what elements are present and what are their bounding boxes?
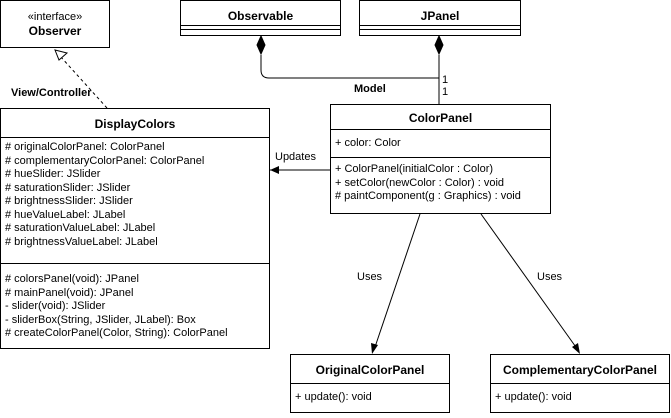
method: # mainPanel(void): JPanel: [5, 286, 134, 299]
jpanel-diamond: [434, 34, 444, 56]
color-panel-class[interactable]: ColorPanel + color: Color + ColorPanel(i…: [330, 104, 551, 214]
observer-stereotype: «interface»: [27, 11, 83, 23]
complementary-color-panel-methods: + update(): void: [491, 391, 572, 405]
color-panel-methods: + ColorPanel(initialColor : Color) + set…: [331, 163, 521, 204]
method: - slider(void): JSlider: [5, 300, 106, 312]
uses-left-arrowhead: [371, 343, 378, 354]
multiplicity-jpanel: 1: [442, 86, 449, 98]
method: + ColorPanel(initialColor : Color): [335, 163, 494, 175]
method: # paintComponent(g : Graphics) : void: [335, 190, 521, 202]
method: # createColorPanel(Color, String): Color…: [5, 327, 228, 339]
method: - sliderBox(String, JSlider, JLabel): Bo…: [5, 313, 196, 326]
realization-arrowhead: [54, 49, 69, 61]
attribute: + color: Color: [335, 137, 401, 149]
attribute: # saturationSlider: JSlider: [5, 181, 131, 194]
display-colors-methods: # colorsPanel(void): JPanel # mainPanel(…: [1, 273, 228, 341]
attribute: # hueValueLabel: JLabel: [5, 208, 126, 221]
color-panel-name: ColorPanel: [408, 111, 473, 125]
realization-edge: [59, 55, 108, 109]
original-color-panel-class[interactable]: OriginalColorPanel + update(): void: [290, 354, 450, 413]
complementary-color-panel-class[interactable]: ComplementaryColorPanel + update(): void: [490, 354, 670, 413]
multiplicity-observable: 1: [442, 74, 449, 86]
method: + setColor(newColor : Color) : void: [335, 176, 505, 189]
method: + update(): void: [295, 391, 372, 403]
uses-right-arrowhead: [572, 343, 580, 354]
model-label: Model: [354, 83, 386, 95]
attribute: # hueSlider: JSlider: [5, 168, 101, 180]
uses-left-edge: [373, 213, 421, 351]
method: # colorsPanel(void): JPanel: [5, 273, 139, 285]
observer-interface[interactable]: «interface» Observer: [0, 0, 110, 48]
uses-right-label: Uses: [537, 271, 563, 283]
color-panel-attributes: + color: Color: [331, 137, 401, 151]
jpanel-class[interactable]: JPanel: [359, 0, 521, 36]
jpanel-name: JPanel: [420, 9, 460, 23]
observable-class[interactable]: Observable: [180, 0, 341, 36]
observable-name: Observable: [227, 9, 294, 23]
uses-right-edge: [480, 213, 579, 351]
view-controller-label: View/Controller: [11, 87, 92, 99]
observer-name: Observer: [28, 24, 82, 38]
composition-observable-edge: [260, 55, 439, 79]
attribute: # brightnessSlider: JSlider: [5, 195, 133, 207]
method: + update(): void: [495, 391, 572, 403]
updates-arrowhead: [270, 166, 279, 174]
attribute: # originalColorPanel: ColorPanel: [5, 141, 165, 153]
attribute: # brightnessValueLabel: JLabel: [5, 235, 158, 248]
original-color-panel-name: OriginalColorPanel: [315, 363, 425, 377]
display-colors-class[interactable]: DisplayColors # originalColorPanel: Colo…: [0, 108, 270, 349]
attribute: # saturationValueLabel: JLabel: [5, 222, 156, 234]
display-colors-attributes: # originalColorPanel: ColorPanel # compl…: [1, 141, 204, 249]
uses-left-label: Uses: [357, 271, 383, 283]
complementary-color-panel-name: ComplementaryColorPanel: [502, 363, 658, 377]
updates-label: Updates: [275, 151, 316, 163]
observable-diamond: [256, 34, 266, 56]
original-color-panel-methods: + update(): void: [291, 391, 372, 405]
attribute: # complementaryColorPanel: ColorPanel: [5, 154, 205, 167]
display-colors-name: DisplayColors: [94, 117, 176, 131]
